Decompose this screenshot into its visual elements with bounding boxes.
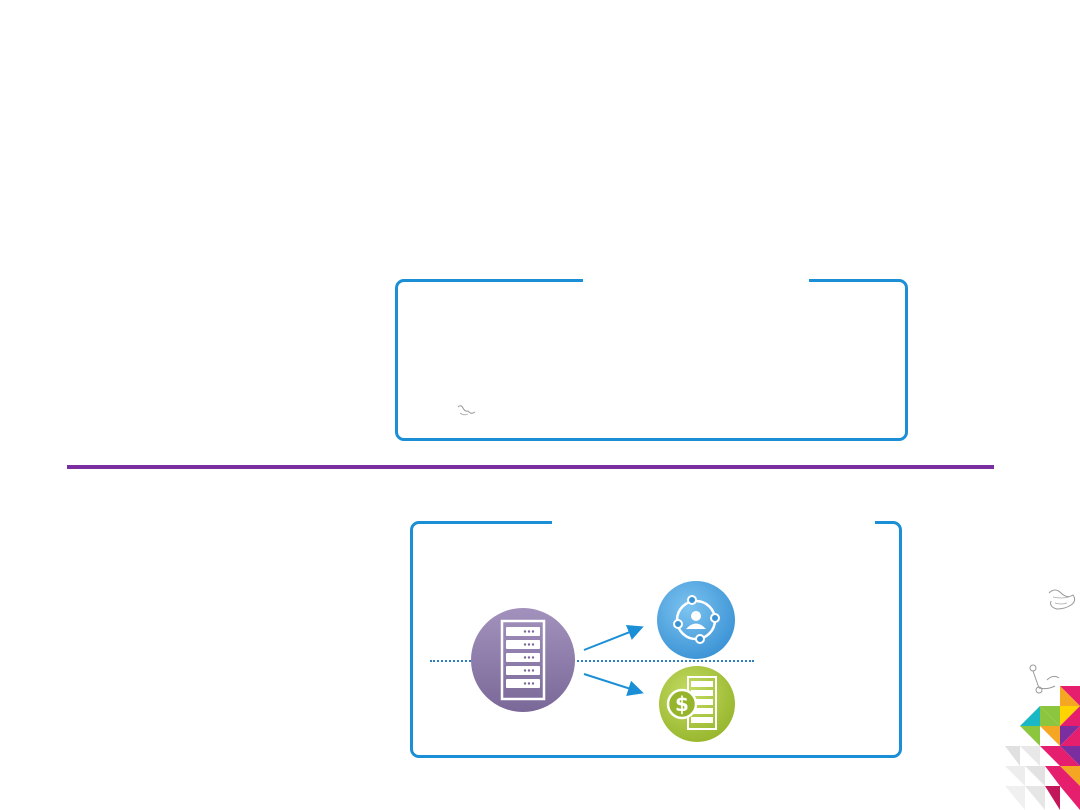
bottom-frame-title-gap (552, 518, 875, 526)
top-frame-title-gap (583, 276, 809, 284)
dollar-billing-icon: $ (659, 666, 735, 742)
scribble-mark-right (1048, 589, 1076, 610)
user-network-icon (657, 581, 735, 659)
scribble-mark-right-lower (1029, 664, 1060, 694)
scribble-mark-small (457, 405, 476, 416)
server-rack-icon (471, 608, 575, 712)
section-divider (67, 465, 994, 469)
dotted-separator-line (430, 660, 754, 662)
arrow-to-network (583, 624, 644, 651)
triangle-mosaic-decoration (1005, 686, 1080, 810)
svg-text:$: $ (675, 692, 689, 716)
arrow-to-billing (583, 673, 644, 696)
